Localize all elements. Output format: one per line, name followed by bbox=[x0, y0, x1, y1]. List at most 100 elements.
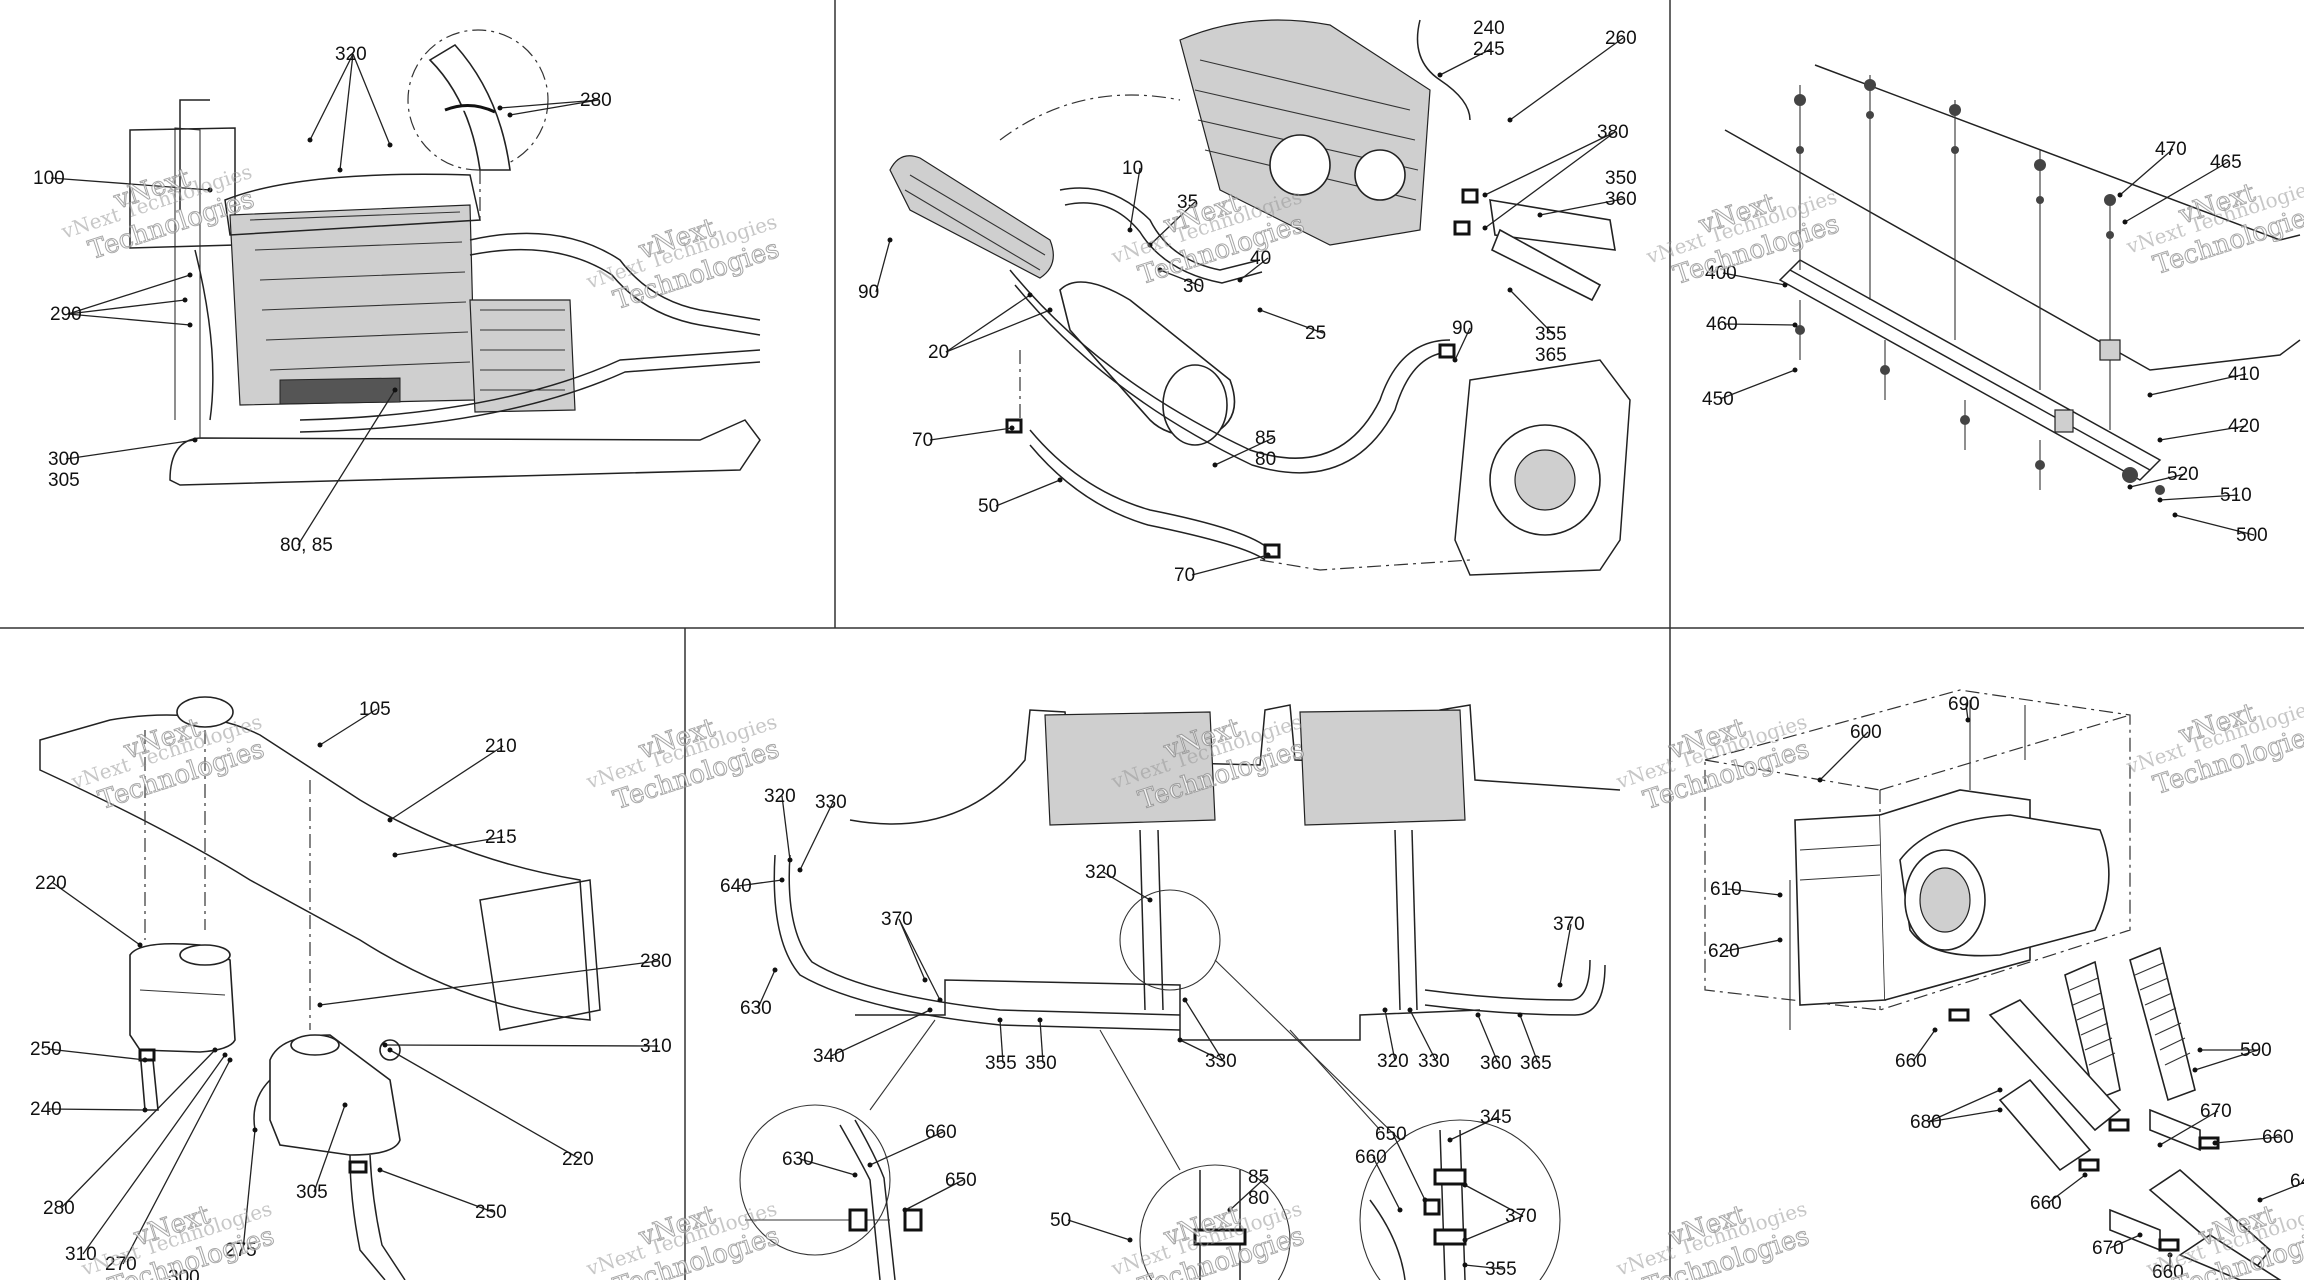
part-label: 370 bbox=[1553, 914, 1585, 935]
leader-line bbox=[1067, 1219, 1131, 1241]
leader-line bbox=[509, 99, 599, 116]
leader-line bbox=[898, 918, 926, 981]
leader-line bbox=[2047, 1174, 2086, 1204]
leader-arrow bbox=[2212, 1140, 2218, 1146]
part-label: 600 bbox=[1850, 722, 1882, 743]
leader-arrow bbox=[1997, 1087, 2003, 1093]
leader-line bbox=[2159, 425, 2247, 441]
leader-arrow bbox=[2157, 437, 2163, 443]
part-label: 70 bbox=[912, 430, 933, 451]
part-label: 660 bbox=[2262, 1127, 2294, 1148]
leader-line bbox=[2194, 1049, 2259, 1071]
leader-line bbox=[1239, 257, 1269, 281]
leader-arrow bbox=[2117, 192, 2123, 198]
leader-arrow bbox=[1932, 1027, 1938, 1033]
leader-line bbox=[1449, 1116, 1499, 1141]
leader-line bbox=[1464, 1215, 1524, 1241]
leader-arrow bbox=[787, 857, 793, 863]
part-label: 360 bbox=[1480, 1053, 1512, 1074]
leader-line bbox=[2259, 1181, 2304, 1201]
leader-arrow bbox=[937, 997, 943, 1003]
leader-line bbox=[2124, 161, 2229, 223]
leader-line bbox=[47, 1048, 146, 1061]
part-label: 520 bbox=[2167, 464, 2199, 485]
part-label: 240 bbox=[1473, 18, 1505, 39]
leader-arrow bbox=[187, 272, 193, 278]
part-label: 320 bbox=[764, 786, 796, 807]
leader-arrow bbox=[187, 322, 193, 328]
leader-arrow bbox=[2197, 1047, 2203, 1053]
leader-line bbox=[1149, 201, 1196, 246]
leader-line bbox=[904, 1179, 964, 1211]
part-label: 380 bbox=[1597, 122, 1629, 143]
leader-line bbox=[1439, 48, 1492, 76]
leader-line bbox=[1559, 923, 1572, 986]
leader-arrow bbox=[207, 187, 213, 193]
part-label: 640 bbox=[2290, 1171, 2304, 1192]
leader-line bbox=[875, 239, 891, 293]
leader-line bbox=[1477, 1014, 1499, 1064]
leader-arrow bbox=[182, 297, 188, 303]
leader-arrow bbox=[222, 1052, 228, 1058]
part-label: 245 bbox=[1473, 39, 1505, 60]
part-label: 640 bbox=[720, 876, 752, 897]
panel-dual-engine-hoses bbox=[739, 704, 1621, 1280]
leader-line bbox=[1454, 327, 1471, 361]
leader-line bbox=[1723, 323, 1796, 326]
leader-line bbox=[2129, 473, 2186, 488]
part-label: 260 bbox=[1605, 28, 1637, 49]
panel-expansion-tanks bbox=[39, 696, 601, 1280]
leader-arrow bbox=[927, 1007, 933, 1013]
leader-line bbox=[52, 882, 141, 946]
leader-arrow bbox=[902, 1207, 908, 1213]
leader-arrow bbox=[387, 142, 393, 148]
leader-arrow bbox=[2167, 1252, 2173, 1258]
part-label: 20 bbox=[928, 342, 949, 363]
leader-line bbox=[313, 1104, 346, 1193]
leader-line bbox=[2159, 1110, 2219, 1146]
part-label: 270 bbox=[105, 1254, 137, 1275]
leader-arrow bbox=[1237, 277, 1243, 283]
part-label: 650 bbox=[1375, 1124, 1407, 1145]
leader-arrow bbox=[1157, 267, 1163, 273]
leader-arrow bbox=[1127, 1237, 1133, 1243]
part-label: 80 bbox=[1255, 449, 1276, 470]
leader-arrow bbox=[1447, 1137, 1453, 1143]
leader-line bbox=[995, 479, 1061, 507]
part-label: 310 bbox=[640, 1036, 672, 1057]
leader-arrow bbox=[1407, 1007, 1413, 1013]
leader-line bbox=[2159, 494, 2239, 501]
part-label: 280 bbox=[43, 1198, 75, 1219]
leader-arrow bbox=[1257, 307, 1263, 313]
leader-line bbox=[1229, 1176, 1267, 1211]
leader-arrow bbox=[1047, 307, 1053, 313]
leader-line bbox=[389, 745, 504, 821]
leader-line bbox=[1464, 1184, 1524, 1217]
leader-line bbox=[1722, 272, 1786, 286]
part-label: 80 bbox=[1248, 1188, 1269, 1209]
leader-arrow bbox=[1507, 117, 1513, 123]
part-label: 370 bbox=[881, 909, 913, 930]
leader-line bbox=[499, 99, 599, 109]
part-label: 305 bbox=[48, 470, 80, 491]
leader-line bbox=[1519, 1014, 1539, 1064]
leader-line bbox=[1539, 198, 1624, 216]
leader-arrow bbox=[1537, 212, 1543, 218]
part-label: 590 bbox=[2240, 1040, 2272, 1061]
leader-arrow bbox=[307, 137, 313, 143]
leader-arrow bbox=[507, 112, 513, 118]
leader-line bbox=[1039, 1019, 1044, 1064]
leader-line bbox=[1129, 167, 1141, 231]
leader-arrow bbox=[2172, 512, 2178, 518]
leader-arrow bbox=[1182, 997, 1188, 1003]
leader-line bbox=[2149, 373, 2247, 396]
leader-line bbox=[945, 294, 1031, 353]
leader-line bbox=[2109, 1234, 2141, 1249]
leader-line bbox=[242, 1129, 256, 1251]
leader-arrow bbox=[1027, 292, 1033, 298]
leader-arrow bbox=[392, 852, 398, 858]
